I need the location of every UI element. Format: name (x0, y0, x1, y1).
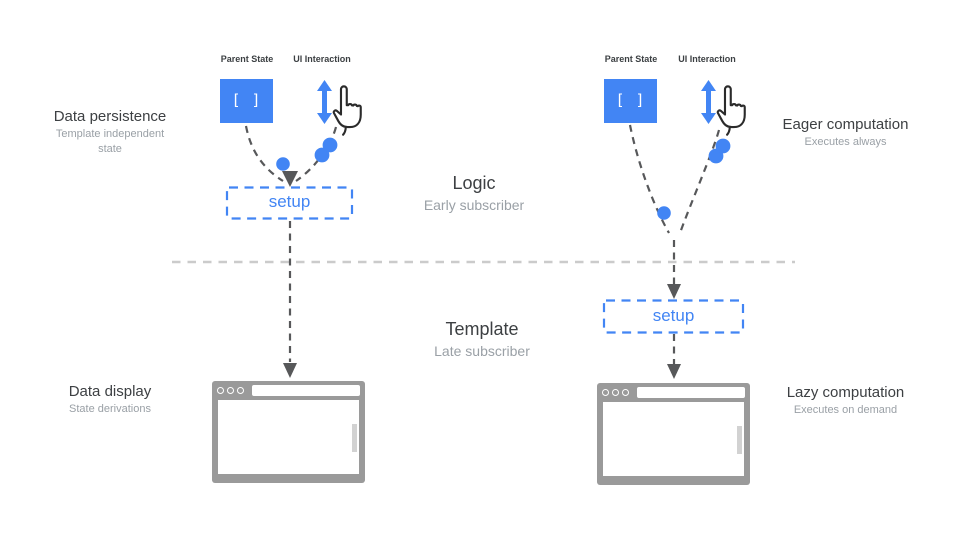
scrollbar-thumb (737, 426, 742, 454)
caption-subtitle: Executes on demand (793, 404, 898, 416)
window-button-icon (237, 387, 244, 394)
arrowhead-icon (283, 363, 297, 378)
signal-dot (715, 138, 731, 154)
setup-label: setup (652, 306, 695, 325)
arrowhead-icon (667, 284, 681, 299)
window-button-icon (227, 387, 234, 394)
arrowhead-icon (282, 171, 298, 187)
logic-subtitle: Early subscriber (423, 197, 525, 213)
array-glyph: [ ] (231, 91, 262, 109)
caption-title: Data persistence (53, 108, 167, 125)
template-title: Template (445, 319, 519, 339)
setup-box (602, 299, 745, 334)
caption-subtitle: Template independent state (55, 128, 165, 156)
setup-box (225, 186, 354, 220)
window-button-icon (622, 389, 629, 396)
setup-label: setup (268, 192, 311, 211)
window-button-icon (602, 389, 609, 396)
array-glyph: [ ] (615, 91, 646, 109)
browser-window-icon (212, 381, 365, 483)
drag-arrow-icon (701, 80, 716, 124)
template-subtitle: Late subscriber (434, 343, 530, 359)
array-box-icon: [ ] (220, 79, 273, 123)
browser-window-icon (597, 383, 750, 485)
browser-titlebar (597, 383, 750, 402)
logic-title: Logic (452, 173, 496, 193)
browser-content (218, 400, 359, 474)
address-bar (252, 385, 360, 396)
data-display-caption: Data display State derivations (25, 383, 195, 417)
ui-interaction-label: UI Interaction (293, 54, 351, 64)
logic-zone-caption: Logic Early subscriber (394, 173, 554, 213)
parent-state-label: Parent State (604, 54, 658, 64)
hand-cursor-icon (332, 85, 362, 136)
arrowhead-icon (667, 364, 681, 379)
caption-subtitle: State derivations (69, 403, 151, 415)
data-persistence-caption: Data persistence Template independent st… (20, 108, 200, 158)
hand-cursor-icon (716, 85, 746, 136)
array-box-icon: [ ] (604, 79, 657, 123)
template-zone-caption: Template Late subscriber (402, 319, 562, 359)
flow-line (295, 126, 338, 182)
signal-dot (314, 147, 330, 163)
flow-line (244, 125, 284, 182)
lazy-computation-caption: Lazy computation Executes on demand (758, 384, 933, 418)
signal-dot (322, 137, 338, 153)
window-button-icon (217, 387, 224, 394)
caption-title: Lazy computation (786, 384, 905, 401)
flow-line (628, 124, 670, 234)
address-bar (637, 387, 745, 398)
caption-subtitle: Executes always (804, 136, 887, 148)
browser-titlebar (212, 381, 365, 400)
window-button-icon (612, 389, 619, 396)
caption-title: Data display (68, 383, 152, 400)
parent-state-label: Parent State (220, 54, 274, 64)
drag-arrow-icon (317, 80, 332, 124)
eager-computation-caption: Eager computation Executes always (758, 116, 933, 150)
caption-title: Eager computation (782, 116, 909, 133)
signal-dot (657, 206, 671, 220)
signal-dot (276, 157, 290, 171)
browser-content (603, 402, 744, 476)
ui-interaction-label: UI Interaction (678, 54, 736, 64)
scrollbar-thumb (352, 424, 357, 452)
flow-line (678, 129, 721, 234)
